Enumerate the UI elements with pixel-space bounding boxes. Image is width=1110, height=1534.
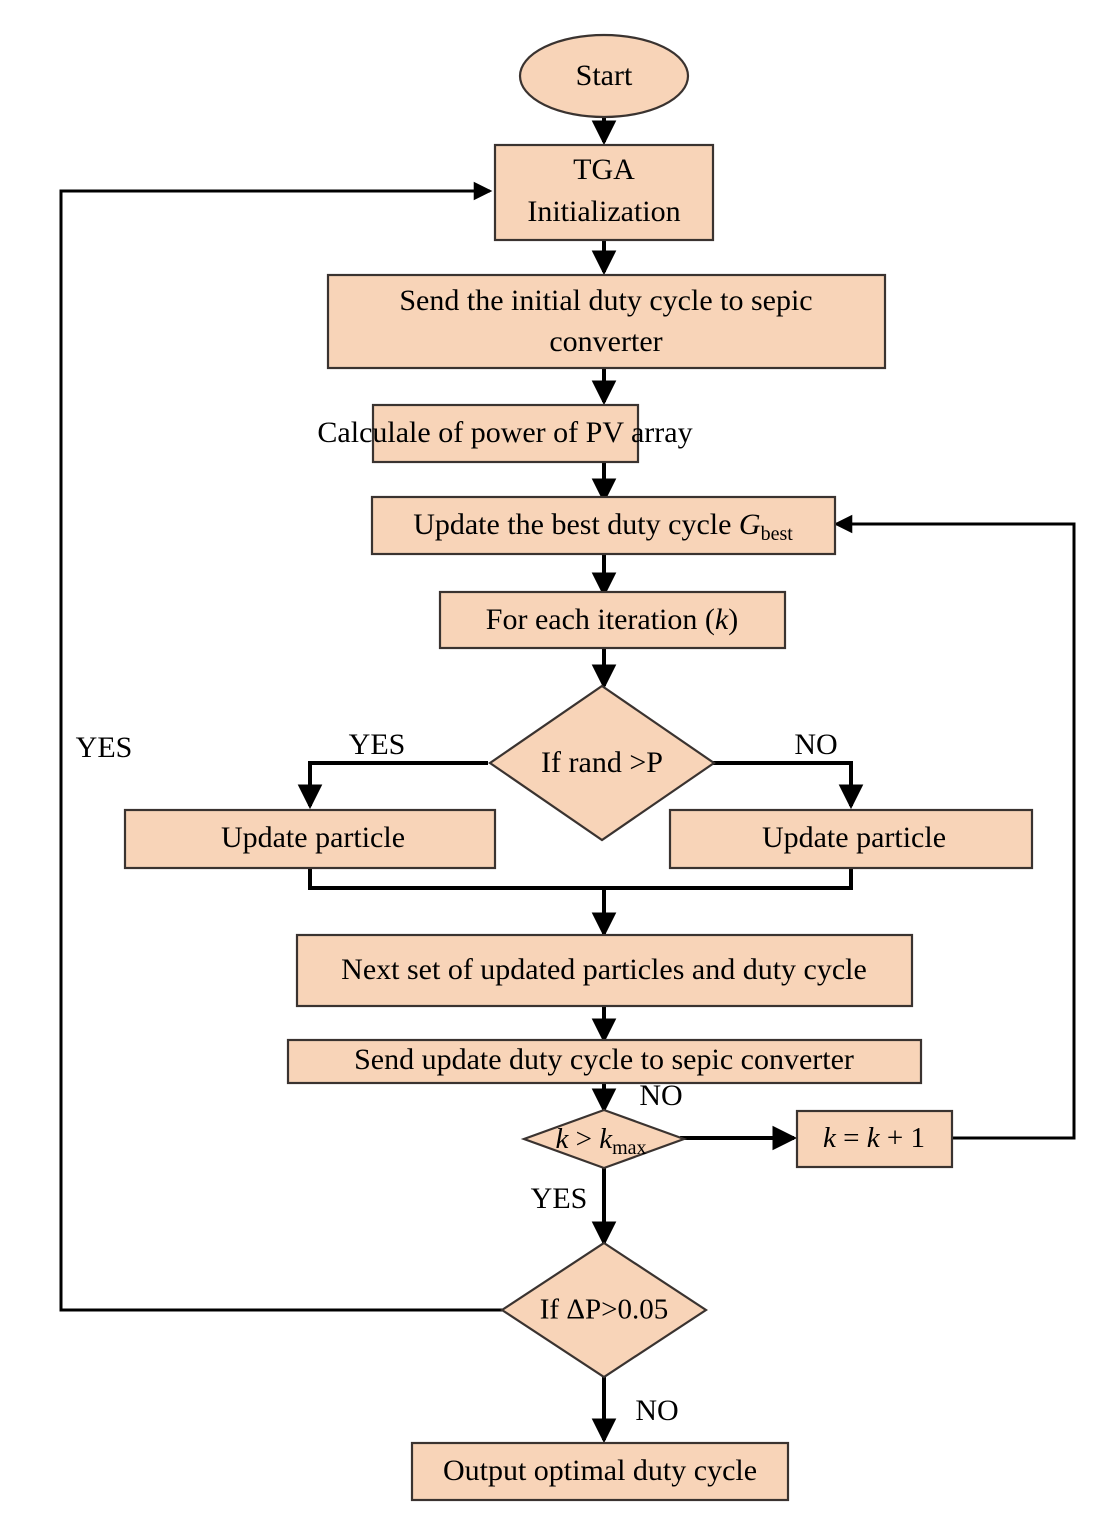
node-calculate-power[interactable]: Calculale of power of PV array — [317, 403, 693, 464]
branch-label-deltap-no: NO — [635, 1394, 678, 1427]
next-set-label: Next set of updated particles and duty c… — [341, 953, 867, 986]
calculate-power-box — [371, 403, 640, 464]
node-delta-p-decision[interactable]: If ΔP>0.05 — [499, 1241, 709, 1379]
start-label: Start — [576, 59, 633, 92]
edge-deltap-yes-feedback-loop — [59, 181, 508, 1312]
edge-right-particle-to-merge — [604, 868, 853, 890]
kmax-diamond — [520, 1108, 688, 1170]
node-update-particle-left[interactable]: Update particle — [123, 808, 497, 870]
edge-increment-feedback-loop — [833, 514, 1076, 1140]
if-rand-diamond — [488, 684, 716, 842]
node-send-update[interactable]: Send update duty cycle to sepic converte… — [286, 1038, 923, 1085]
k-increment-symbol: k — [823, 1122, 837, 1154]
tga-initialization-box — [493, 143, 715, 242]
kmax-subscript: max — [612, 1137, 646, 1159]
output-optimal-label: Output optimal duty cycle — [443, 1454, 757, 1487]
update-best-symbol: G — [739, 508, 761, 541]
start-ellipse — [518, 33, 690, 119]
update-particle-right-box — [668, 808, 1034, 870]
calculate-power-label: Calculale of power of PV array — [317, 416, 692, 449]
next-set-box — [295, 933, 914, 1008]
edge-if-rand-yes — [297, 761, 488, 810]
iteration-symbol: k — [715, 603, 729, 636]
node-k-increment[interactable]: k = k + 1 — [795, 1109, 954, 1169]
node-for-each-iteration[interactable]: For each iteration (k) — [438, 590, 787, 650]
update-particle-left-box — [123, 808, 497, 870]
edge-if-rand-no — [712, 761, 864, 810]
branch-label-rand-no: NO — [794, 728, 837, 761]
node-start[interactable]: Start — [518, 33, 690, 119]
node-update-particle-right[interactable]: Update particle — [668, 808, 1034, 870]
node-kmax-decision[interactable]: k > kmax — [520, 1108, 688, 1170]
send-update-box — [286, 1038, 923, 1085]
kmax-label: k > kmax — [555, 1123, 646, 1159]
update-particle-right-label: Update particle — [762, 821, 946, 854]
iteration-suffix: ) — [728, 603, 738, 636]
k-increment-symbol2: k — [867, 1122, 881, 1154]
k-increment-box — [795, 1109, 954, 1169]
kmax-symbol2: k — [599, 1123, 613, 1155]
update-particle-left-label: Update particle — [221, 821, 405, 854]
delta-p-label: If ΔP>0.05 — [540, 1294, 668, 1326]
k-increment-label: k = k + 1 — [823, 1122, 925, 1154]
node-if-rand-decision[interactable]: If rand >P — [488, 684, 716, 842]
update-best-duty-cycle-box — [370, 495, 837, 556]
for-each-iteration-box — [438, 590, 787, 650]
for-each-iteration-label: For each iteration (k) — [486, 603, 738, 636]
node-next-set[interactable]: Next set of updated particles and duty c… — [295, 933, 914, 1008]
delta-p-diamond — [499, 1241, 709, 1379]
tga-initialization-label-line2: Initialization — [527, 195, 680, 228]
node-tga-initialization[interactable]: TGA Initialization — [493, 143, 715, 242]
branch-label-kmax-yes: YES — [531, 1182, 588, 1215]
kmax-middle: > — [568, 1123, 599, 1155]
k-increment-rest2: + 1 — [880, 1122, 925, 1154]
output-optimal-box — [410, 1441, 790, 1502]
update-best-prefix: Update the best duty cycle — [413, 508, 739, 541]
send-initial-duty-cycle-box — [326, 273, 887, 370]
iteration-prefix: For each iteration ( — [486, 603, 715, 636]
edge-left-particle-to-merge — [308, 868, 604, 890]
node-output-optimal[interactable]: Output optimal duty cycle — [410, 1441, 790, 1502]
tga-initialization-label-line1: TGA — [573, 153, 635, 186]
branch-label-kmax-no: NO — [639, 1079, 682, 1112]
branch-label-rand-yes: YES — [349, 728, 406, 761]
send-initial-duty-cycle-label-line2: converter — [549, 325, 662, 358]
branch-label-deltap-yes: YES — [76, 731, 133, 764]
send-initial-duty-cycle-label-line1: Send the initial duty cycle to sepic — [399, 284, 812, 317]
kmax-symbol: k — [555, 1123, 569, 1155]
node-update-best-duty-cycle[interactable]: Update the best duty cycle Gbest — [370, 495, 837, 556]
k-increment-rest: = — [836, 1122, 867, 1154]
send-update-label: Send update duty cycle to sepic converte… — [354, 1043, 854, 1076]
if-rand-label: If rand >P — [541, 746, 663, 779]
update-best-subscript: best — [761, 523, 794, 545]
node-send-initial-duty-cycle[interactable]: Send the initial duty cycle to sepic con… — [326, 273, 887, 370]
update-best-duty-cycle-label: Update the best duty cycle Gbest — [413, 508, 793, 545]
